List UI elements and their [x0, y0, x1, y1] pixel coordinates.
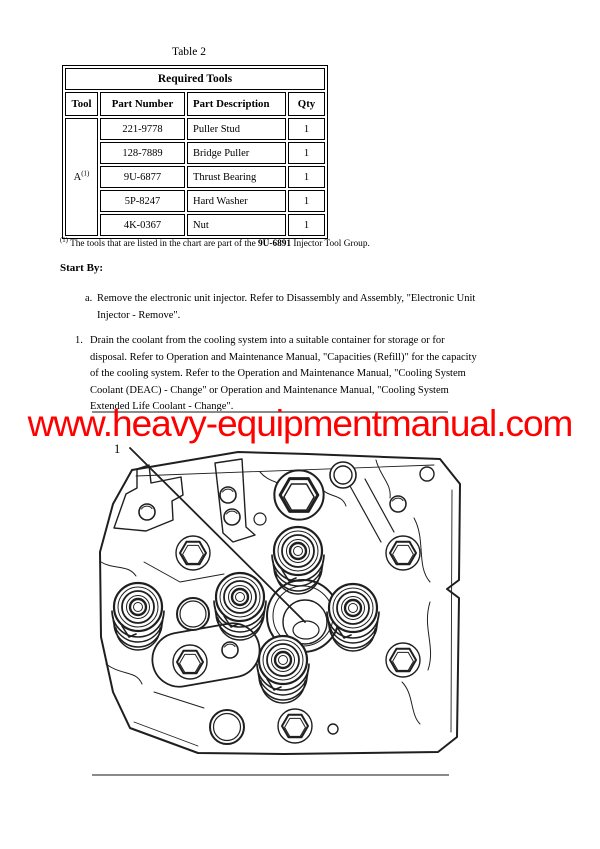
table-row: 128-7889 Bridge Puller 1 — [65, 142, 325, 164]
step-1: 1. Drain the coolant from the cooling sy… — [75, 333, 545, 416]
part-number-cell: 5P-8247 — [100, 190, 185, 212]
bracket-plate — [113, 464, 184, 532]
tool-group-cell: A(1) — [65, 118, 98, 236]
list-item-a-line: Injector - Remove". — [97, 309, 181, 321]
figure-top-divider — [92, 411, 448, 413]
valve-spring — [110, 581, 166, 652]
drilled-hole — [219, 486, 237, 504]
head-outline — [99, 451, 461, 755]
table-title: Required Tools — [65, 68, 325, 90]
ring-bore — [209, 709, 245, 745]
col-header-qty: Qty — [288, 92, 325, 116]
qty-cell: 1 — [288, 118, 325, 140]
table-header-row: Tool Part Number Part Description Qty — [65, 92, 325, 116]
hex-bolt — [172, 644, 208, 680]
list-item-a-marker: a. — [85, 293, 93, 304]
table-row: 4K-0367 Nut 1 — [65, 214, 325, 236]
drilled-hole — [138, 503, 156, 521]
list-item-a-line: Remove the electronic unit injector. Ref… — [97, 293, 476, 304]
table-title-row: Required Tools — [65, 68, 325, 90]
step-1-line: Coolant (DEAC) - Change" or Operation an… — [90, 384, 449, 396]
part-description-cell: Puller Stud — [187, 118, 286, 140]
qty-cell: 1 — [288, 166, 325, 188]
footnote-text: The tools that are listed in the chart a… — [67, 239, 259, 249]
step-1-line: of the cooling system. Refer to the Oper… — [90, 368, 466, 380]
tool-group-label: A — [73, 171, 82, 183]
part-number-cell: 221-9778 — [100, 118, 185, 140]
part-number-cell: 4K-0367 — [100, 214, 185, 236]
table-row: 5P-8247 Hard Washer 1 — [65, 190, 325, 212]
watermark-text: www.heavy-equipmentmanual.com — [27, 403, 574, 444]
table-caption: Table 2 — [171, 46, 206, 58]
step-1-line: disposal. Refer to Operation and Mainten… — [90, 351, 477, 363]
list-item-a: a. Remove the electronic unit injector. … — [85, 291, 545, 324]
col-header-tool: Tool — [65, 92, 98, 116]
drilled-hole — [223, 508, 241, 526]
qty-cell: 1 — [288, 142, 325, 164]
qty-cell: 1 — [288, 190, 325, 212]
footnote-marker: (1) — [60, 236, 68, 244]
required-tools-table: Required Tools Tool Part Number Part Des… — [62, 65, 328, 239]
ring-bore — [176, 597, 210, 631]
drilled-hole — [327, 723, 339, 735]
drilled-hole — [389, 495, 407, 513]
footnote-part-number: 9U-6891 — [258, 239, 292, 249]
part-description-cell: Thrust Bearing — [187, 166, 286, 188]
table-row: A(1) 221-9778 Puller Stud 1 — [65, 118, 325, 236]
hex-bolt — [272, 468, 326, 522]
valve-spring — [325, 582, 381, 653]
step-1-marker: 1. — [75, 335, 83, 346]
hex-bolt — [175, 535, 211, 571]
valve-spring — [255, 634, 311, 705]
cylinder-head-drawing: 1 — [99, 442, 461, 755]
tool-group-footnote-ref: (1) — [81, 169, 90, 177]
part-number-cell: 128-7889 — [100, 142, 185, 164]
callout-leader-line — [129, 447, 306, 623]
table-row: 9U-6877 Thrust Bearing 1 — [65, 166, 325, 188]
drilled-hole — [419, 466, 435, 482]
cylinder-head-figure: 1 — [84, 432, 476, 762]
start-by-heading: Start By: — [60, 262, 104, 274]
qty-cell: 1 — [288, 214, 325, 236]
table-footnote: (1) The tools that are listed in the cha… — [60, 236, 540, 249]
part-description-cell: Nut — [187, 214, 286, 236]
drilled-hole — [221, 641, 239, 659]
figure-bottom-divider — [92, 774, 449, 776]
vertical-bracket — [214, 458, 256, 543]
hex-bolt — [277, 708, 313, 744]
step-1-line: Drain the coolant from the cooling syste… — [90, 335, 445, 346]
part-description-cell: Bridge Puller — [187, 142, 286, 164]
step-1-line: Extended Life Coolant - Change". — [90, 401, 234, 413]
part-number-cell: 9U-6877 — [100, 166, 185, 188]
part-description-cell: Hard Washer — [187, 190, 286, 212]
col-header-part-description: Part Description — [187, 92, 286, 116]
hex-bolt — [385, 535, 421, 571]
col-header-part-number: Part Number — [100, 92, 185, 116]
footnote-text-end: Injector Tool Group. — [291, 239, 370, 249]
hex-bolt — [385, 642, 421, 678]
figure-callout: 1 — [114, 442, 120, 456]
